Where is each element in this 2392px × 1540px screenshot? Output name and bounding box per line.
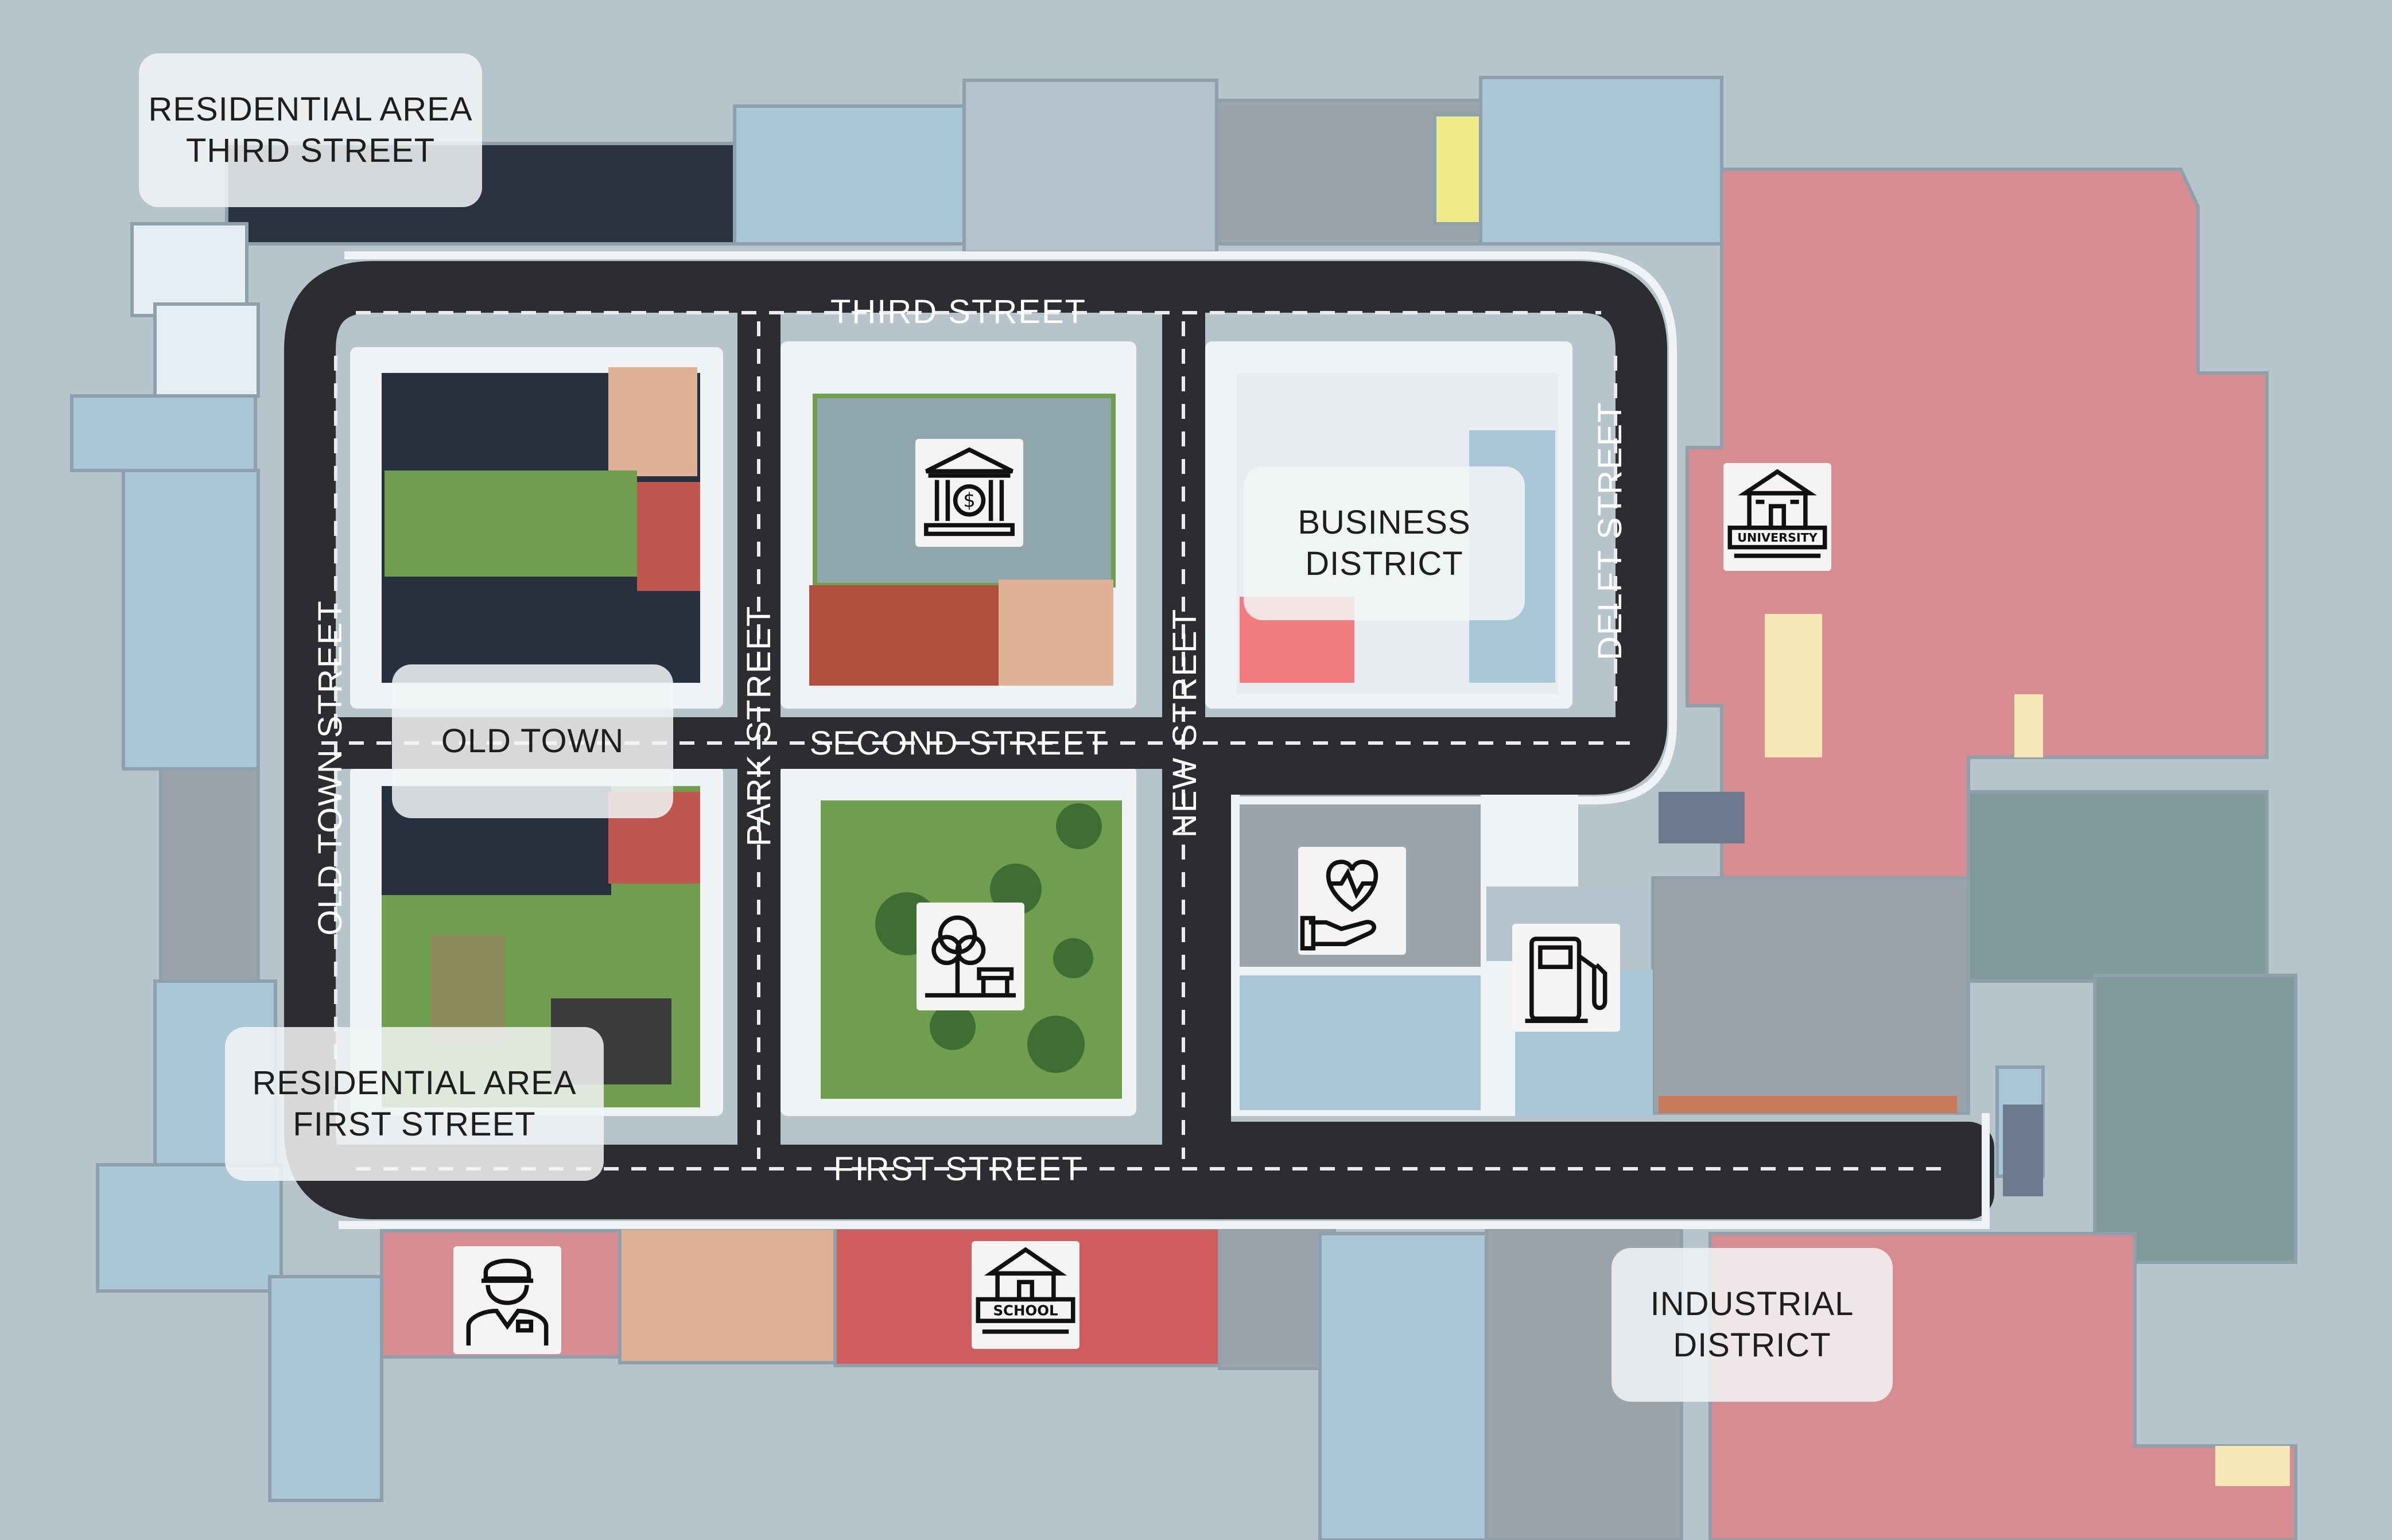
university-icon-label: UNIVERSITY xyxy=(1737,531,1818,545)
university-icon[interactable]: UNIVERSITY xyxy=(1723,463,1831,571)
district-label-line: BUSINESS xyxy=(1298,504,1471,541)
street-label-new: NEW STREET xyxy=(1166,608,1203,838)
district-label-line: OLD TOWN xyxy=(441,722,624,760)
street-label-park: PARK STREET xyxy=(740,605,778,847)
district-label-residential-first: RESIDENTIAL AREA FIRST STREET xyxy=(225,1027,604,1181)
district-label-line: THIRD STREET xyxy=(185,132,436,169)
district-label-line: RESIDENTIAL AREA xyxy=(252,1064,577,1102)
street-label-old-town: OLD TOWN STREET xyxy=(312,600,349,935)
district-label-line: DISTRICT xyxy=(1673,1327,1831,1364)
police-icon[interactable] xyxy=(453,1246,561,1354)
district-label-business: BUSINESS DISTRICT xyxy=(1244,466,1525,620)
school-icon[interactable]: SCHOOL xyxy=(972,1241,1079,1349)
district-label-residential-third: RESIDENTIAL AREA THIRD STREET xyxy=(139,53,482,207)
district-label-line: INDUSTRIAL xyxy=(1650,1285,1854,1323)
district-label-old-town: OLD TOWN xyxy=(392,664,673,818)
street-labels: THIRD STREET SECOND STREET FIRST STREET … xyxy=(312,293,1629,1188)
street-label-delft: DELFT STREET xyxy=(1591,401,1629,660)
gas-station-icon[interactable] xyxy=(1512,924,1620,1032)
svg-text:$: $ xyxy=(963,489,976,511)
district-label-industrial: INDUSTRIAL DISTRICT xyxy=(1612,1248,1893,1402)
bank-icon[interactable]: $ xyxy=(915,439,1023,547)
district-label-line: FIRST STREET xyxy=(293,1106,536,1143)
district-label-line: DISTRICT xyxy=(1305,545,1463,582)
school-icon-label: SCHOOL xyxy=(993,1302,1058,1319)
hospital-icon[interactable] xyxy=(1298,847,1406,955)
street-label-second: SECOND STREET xyxy=(809,725,1107,762)
district-label-line: RESIDENTIAL AREA xyxy=(148,91,473,128)
street-label-first: FIRST STREET xyxy=(833,1150,1083,1188)
park-icon[interactable] xyxy=(917,903,1024,1010)
street-label-third: THIRD STREET xyxy=(830,293,1086,330)
